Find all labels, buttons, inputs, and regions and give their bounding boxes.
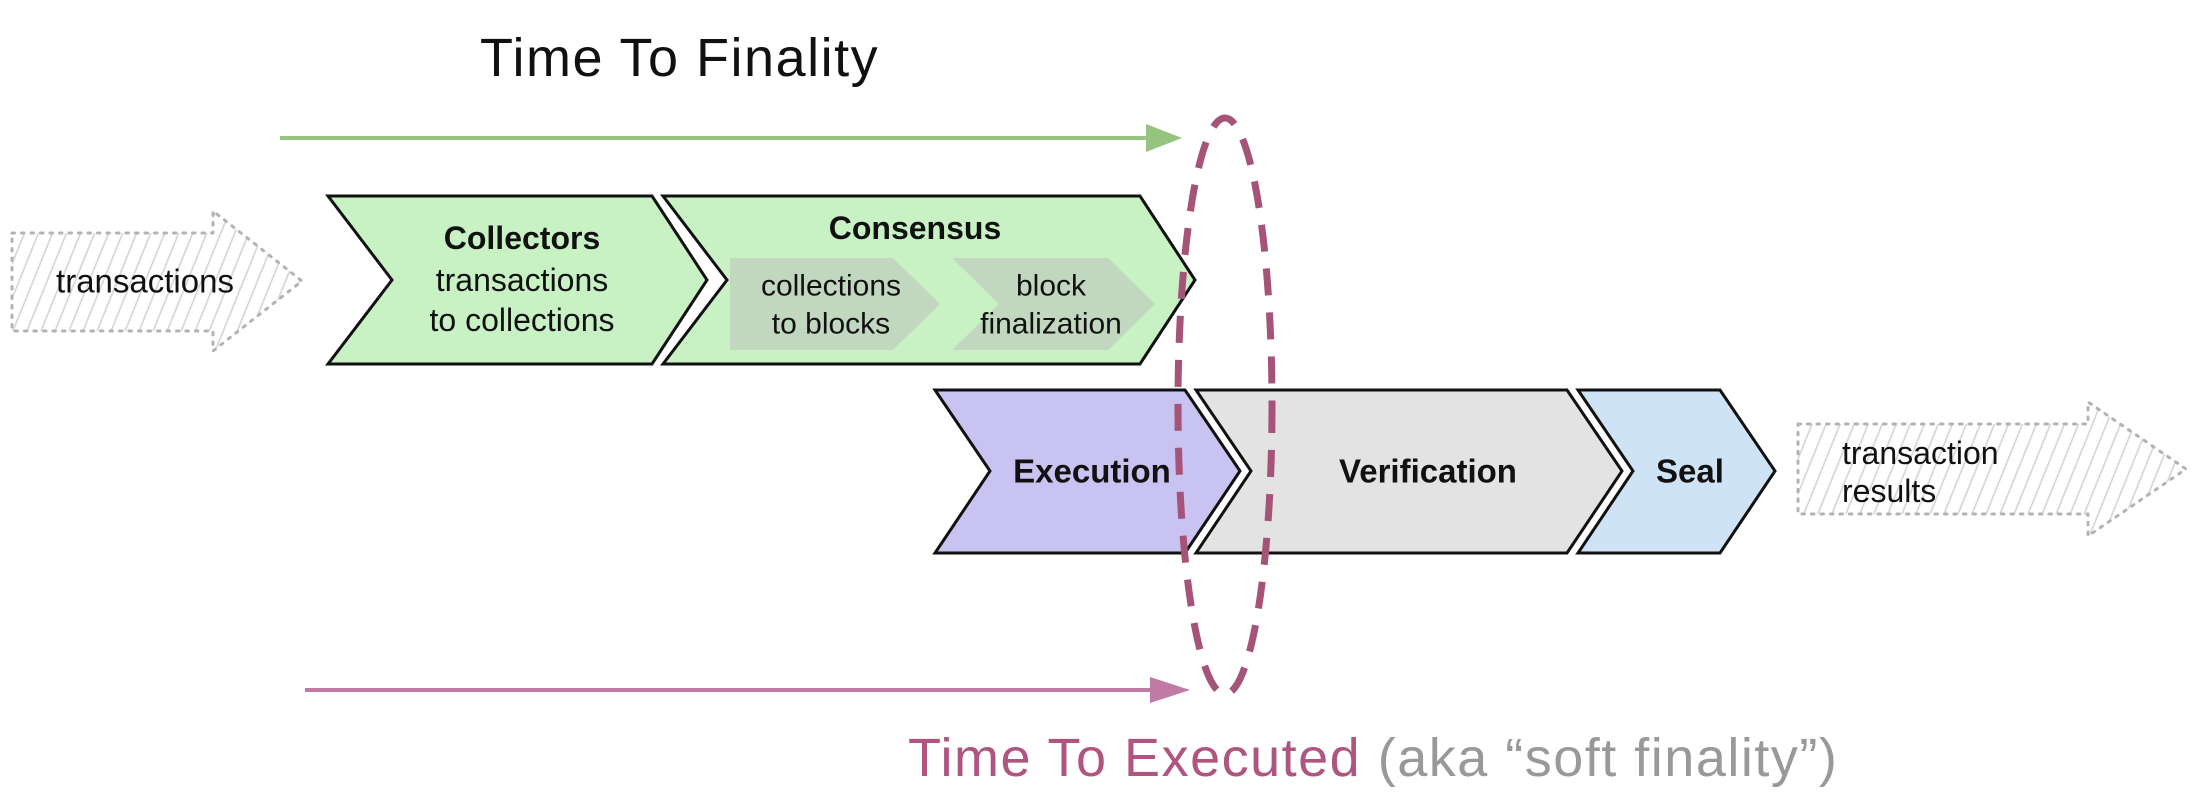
- seal-chevron: [1575, 388, 1777, 555]
- soft-finality-ellipse: [1174, 114, 1276, 698]
- consensus-sub-chevron-1: [730, 258, 940, 350]
- time-to-finality-arrow: [280, 124, 1182, 152]
- time-to-executed-main: Time To Executed: [908, 728, 1361, 788]
- time-to-executed-title: Time To Executed (aka “soft finality”): [908, 728, 1838, 788]
- collectors-chevron: [324, 194, 709, 366]
- consensus-title: Consensus: [829, 210, 1001, 246]
- collectors-stage: Collectors transactions to collections: [324, 194, 709, 366]
- execution-title: Execution: [1013, 453, 1171, 490]
- transactions-input-arrow: transactions: [10, 209, 304, 353]
- collectors-line2: to collections: [430, 302, 615, 338]
- time-to-finality-title: Time To Finality: [480, 28, 879, 88]
- transaction-results-output-arrow: transaction results: [1796, 400, 2188, 538]
- consensus-sub2-line1: block: [1016, 270, 1087, 303]
- transactions-input-label: transactions: [56, 263, 234, 300]
- soft-finality-suffix: (aka “soft finality”): [1361, 728, 1838, 788]
- consensus-sub-chevron-2: [952, 258, 1155, 350]
- results-label-line1: transaction: [1842, 435, 1999, 471]
- verification-title: Verification: [1339, 453, 1517, 490]
- results-label-line2: results: [1842, 473, 1936, 509]
- seal-stage: Seal: [1575, 388, 1777, 555]
- consensus-sub1-line2: to blocks: [772, 308, 890, 341]
- collectors-title: Collectors: [444, 220, 600, 256]
- verification-chevron: [1193, 388, 1624, 555]
- executed-arrowhead-icon: [1150, 677, 1190, 703]
- consensus-sub2-line2: finalization: [980, 308, 1122, 341]
- sketch-arrow-shape: [1796, 400, 2188, 538]
- seal-title: Seal: [1656, 453, 1724, 490]
- consensus-stage: Consensus collections to blocks block fi…: [659, 194, 1197, 366]
- sketch-arrow-shape: [10, 209, 304, 353]
- finality-arrowhead-icon: [1146, 124, 1182, 152]
- consensus-sub1-line1: collections: [761, 270, 901, 303]
- time-to-executed-arrow: [305, 677, 1190, 703]
- collectors-line1: transactions: [436, 262, 609, 298]
- verification-stage: Verification: [1193, 388, 1624, 555]
- execution-stage: Execution: [932, 388, 1242, 555]
